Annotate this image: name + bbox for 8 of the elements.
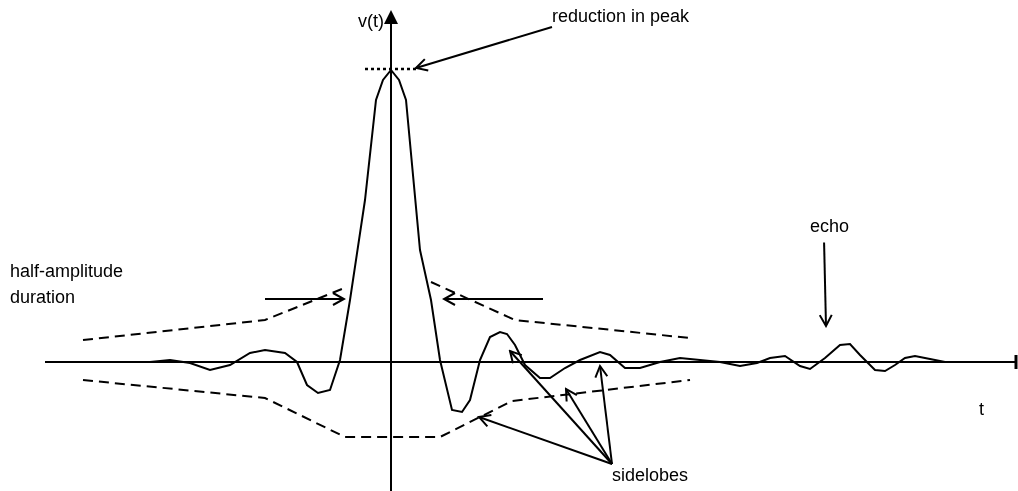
annotation-text: half-amplitude duration [10,260,125,309]
leader-arrow [478,414,613,465]
axis-label: t [979,398,985,421]
leader-arrow [818,241,833,327]
leader-arrow [594,365,613,465]
leader-arrow [415,26,553,72]
leader-arrow [565,388,613,465]
axis-label: v(t) [358,10,385,33]
